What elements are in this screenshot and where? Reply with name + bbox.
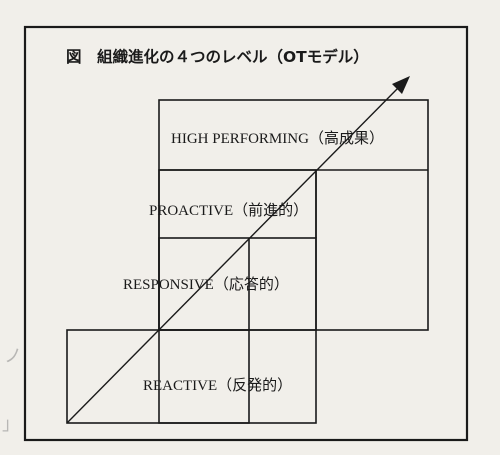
level-label-responsive: RESPONSIVE（応答的） <box>123 276 289 293</box>
growth-arrow-head <box>392 76 410 94</box>
growth-arrow <box>66 76 410 424</box>
margin-glyph-top: ノ <box>4 346 22 367</box>
box-reactive <box>66 329 250 424</box>
level-label-high-performing: HIGH PERFORMING（高成果） <box>171 130 384 147</box>
figure-title: 図 組織進化の４つのレベル（OTモデル） <box>66 47 369 66</box>
box-high-performing <box>158 99 429 331</box>
level-label-proactive: PROACTIVE（前進的） <box>149 202 308 219</box>
level-labels: REACTIVE（反発的） RESPONSIVE（応答的） PROACTIVE（… <box>123 130 384 394</box>
figure-frame <box>23 25 469 442</box>
margin-glyph-bottom: 」 <box>2 414 20 435</box>
level-boxes <box>66 99 429 424</box>
growth-arrow-shaft <box>66 85 401 424</box>
level-label-reactive: REACTIVE（反発的） <box>143 377 292 394</box>
